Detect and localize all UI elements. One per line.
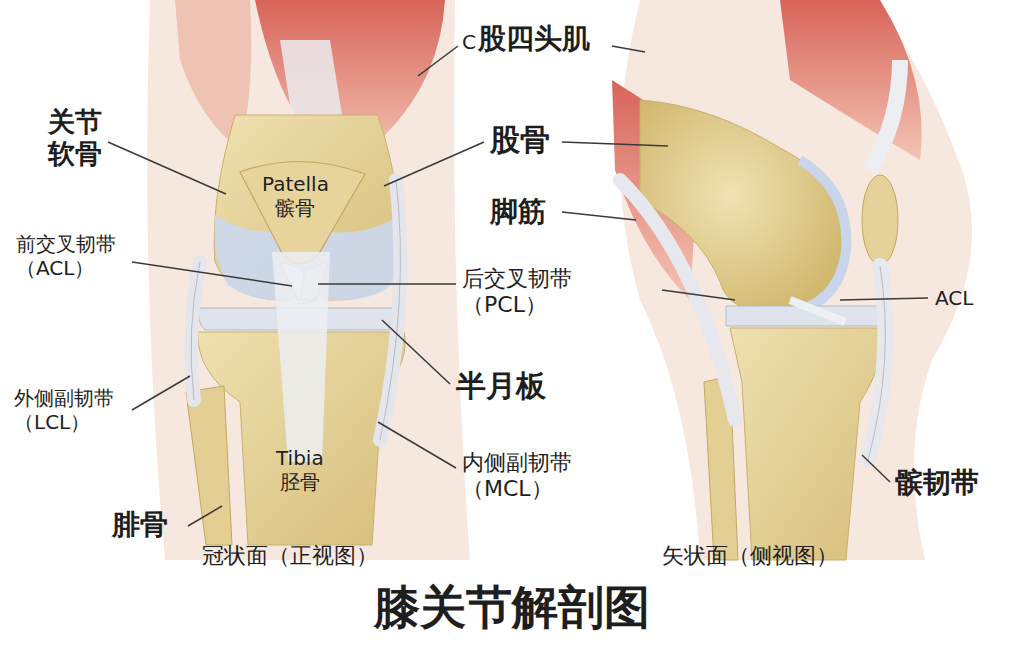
part-label: 腓骨 <box>112 508 168 542</box>
part-label: 髌韧带 <box>895 466 979 500</box>
part-label: 脚筋 <box>490 195 546 229</box>
bone-label: Patella 髌骨 <box>262 172 329 220</box>
view-caption: 冠状面（正视图） <box>202 543 378 569</box>
part-label: ACL <box>935 286 973 310</box>
part-label: 外侧副韧带 （LCL） <box>14 386 114 434</box>
diagram-title: 膝关节解剖图 <box>374 580 650 635</box>
part-label: 内侧副韧带 （MCL） <box>462 450 572 503</box>
leader-lines <box>108 46 928 526</box>
view-caption: 矢状面（侧视图） <box>662 543 838 569</box>
part-label: 股骨 <box>490 122 550 158</box>
part-label: 关节 软骨 <box>48 106 102 171</box>
part-label: 前交叉韧带 （ACL） <box>16 232 116 280</box>
part-label: 半月板 <box>456 368 546 404</box>
part-label: 后交叉韧带 （PCL） <box>462 266 572 319</box>
label-glyph: C <box>462 30 476 54</box>
bone-label: Tibia 胫骨 <box>276 446 324 494</box>
part-label: 股四头肌 <box>478 22 590 56</box>
